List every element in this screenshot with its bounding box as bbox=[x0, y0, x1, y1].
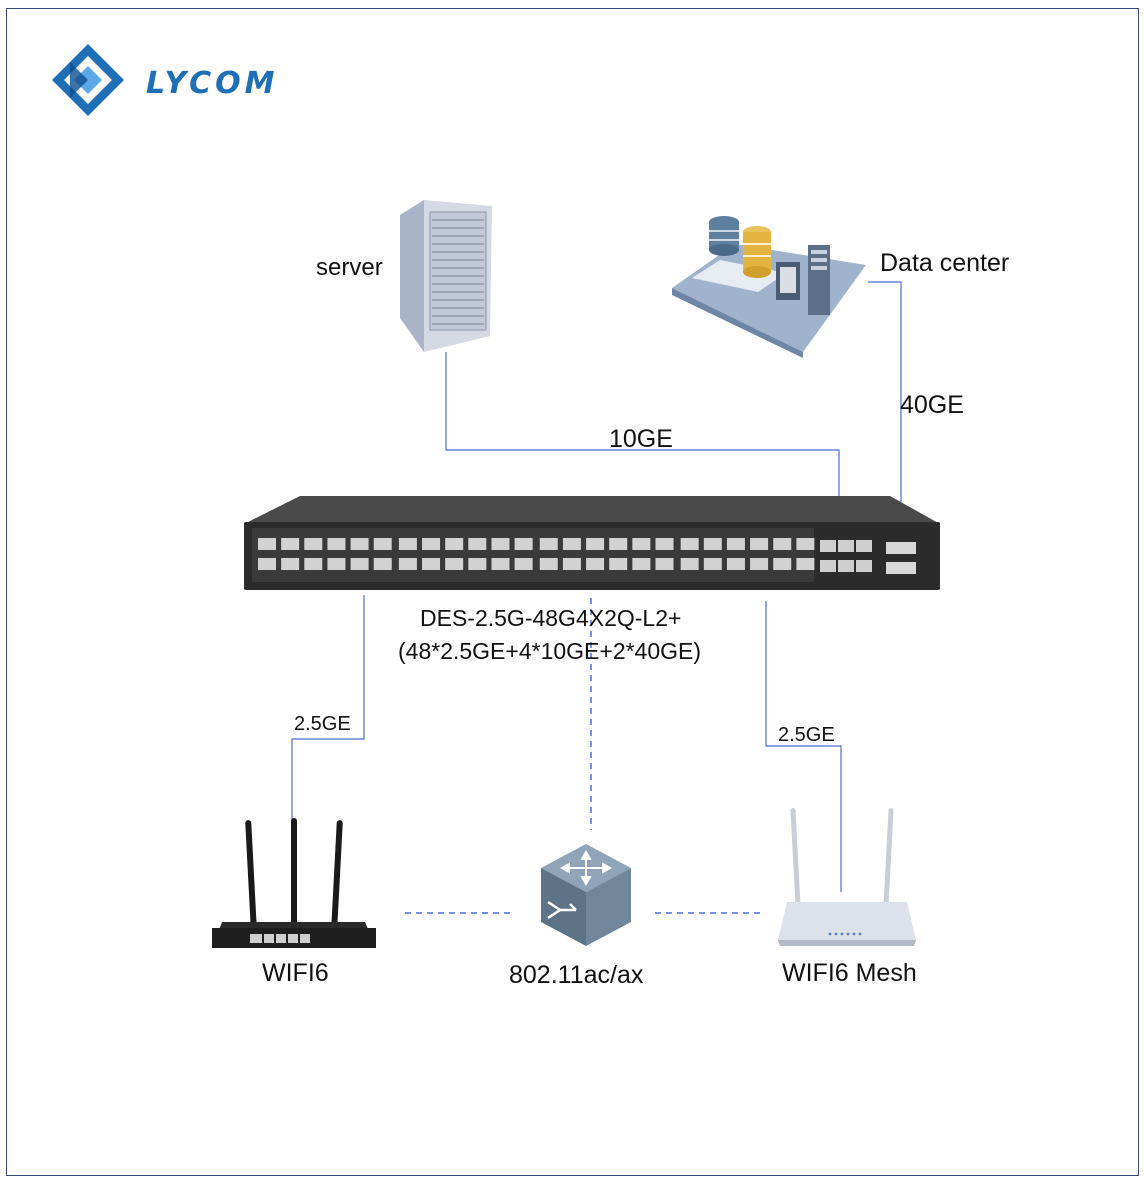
rj45-port bbox=[350, 538, 369, 550]
rj45-port bbox=[655, 538, 674, 550]
rj45-port bbox=[562, 558, 581, 570]
access-point-label: 802.11ac/ax bbox=[509, 961, 644, 989]
rj45-port bbox=[796, 538, 815, 550]
rj45-port bbox=[680, 538, 699, 550]
rj45-port bbox=[373, 538, 392, 550]
rj45-port bbox=[304, 558, 323, 570]
lycom-logo-icon bbox=[52, 44, 124, 116]
rj45-port bbox=[632, 538, 651, 550]
rj45-port bbox=[562, 538, 581, 550]
rj45-port bbox=[327, 538, 346, 550]
rj45-port bbox=[703, 538, 722, 550]
rj45-port bbox=[491, 538, 510, 550]
rj45-port bbox=[445, 538, 464, 550]
rj45-port bbox=[350, 558, 369, 570]
rj45-port bbox=[773, 558, 792, 570]
switch-model-label: DES-2.5G-48G4X2Q-L2+ bbox=[420, 605, 682, 631]
wifi6-label: WIFI6 bbox=[262, 959, 329, 987]
rj45-port bbox=[586, 558, 605, 570]
rj45-port bbox=[655, 558, 674, 570]
rj45-port bbox=[514, 538, 533, 550]
rj45-port bbox=[258, 538, 276, 550]
link-label-2-5ge-left: 2.5GE bbox=[294, 713, 351, 735]
rj45-port bbox=[445, 558, 464, 570]
rj45-port bbox=[539, 558, 558, 570]
lycom-logo-text: LYCOM bbox=[146, 66, 279, 101]
mesh-label: WIFI6 Mesh bbox=[782, 959, 917, 987]
rj45-port bbox=[726, 538, 745, 550]
rj45-port bbox=[258, 558, 276, 570]
rj45-port bbox=[514, 558, 533, 570]
rj45-port bbox=[750, 558, 769, 570]
link-label-2-5ge-right: 2.5GE bbox=[778, 724, 835, 746]
link-switch-wifi6 bbox=[291, 595, 365, 822]
rj45-port bbox=[422, 538, 441, 550]
rj45-port bbox=[468, 538, 487, 550]
rj45-port bbox=[632, 558, 651, 570]
rj45-port bbox=[304, 538, 323, 550]
rj45-port bbox=[398, 538, 417, 550]
rj45-port bbox=[281, 538, 300, 550]
link-label-10ge: 10GE bbox=[609, 425, 673, 453]
data-center-label: Data center bbox=[880, 249, 1010, 277]
rj45-port bbox=[398, 558, 417, 570]
rj45-port bbox=[609, 538, 628, 550]
rj45-port bbox=[796, 558, 815, 570]
rj45-port bbox=[726, 558, 745, 570]
rj45-port bbox=[281, 558, 300, 570]
link-datacenter-switch bbox=[868, 281, 902, 538]
diagram-frame bbox=[6, 8, 1139, 1176]
rj45-port bbox=[680, 558, 699, 570]
rj45-port bbox=[468, 558, 487, 570]
link-label-40ge: 40GE bbox=[900, 391, 964, 419]
link-switch-mesh bbox=[765, 601, 842, 892]
qsfp-ports bbox=[886, 542, 916, 574]
rj45-port bbox=[373, 558, 392, 570]
switch-spec-label: (48*2.5GE+4*10GE+2*40GE) bbox=[398, 638, 702, 664]
rj45-port bbox=[586, 538, 605, 550]
rj45-port bbox=[703, 558, 722, 570]
rj45-port bbox=[491, 558, 510, 570]
sfp-ports bbox=[820, 540, 872, 572]
rj45-port bbox=[539, 538, 558, 550]
rj45-port bbox=[773, 538, 792, 550]
rj45-port bbox=[750, 538, 769, 550]
rj45-port bbox=[422, 558, 441, 570]
rj45-port bbox=[327, 558, 346, 570]
link-server-switch bbox=[445, 352, 840, 538]
server-label: server bbox=[316, 254, 383, 281]
rj45-port bbox=[609, 558, 628, 570]
rj45-port-grid bbox=[258, 538, 815, 570]
